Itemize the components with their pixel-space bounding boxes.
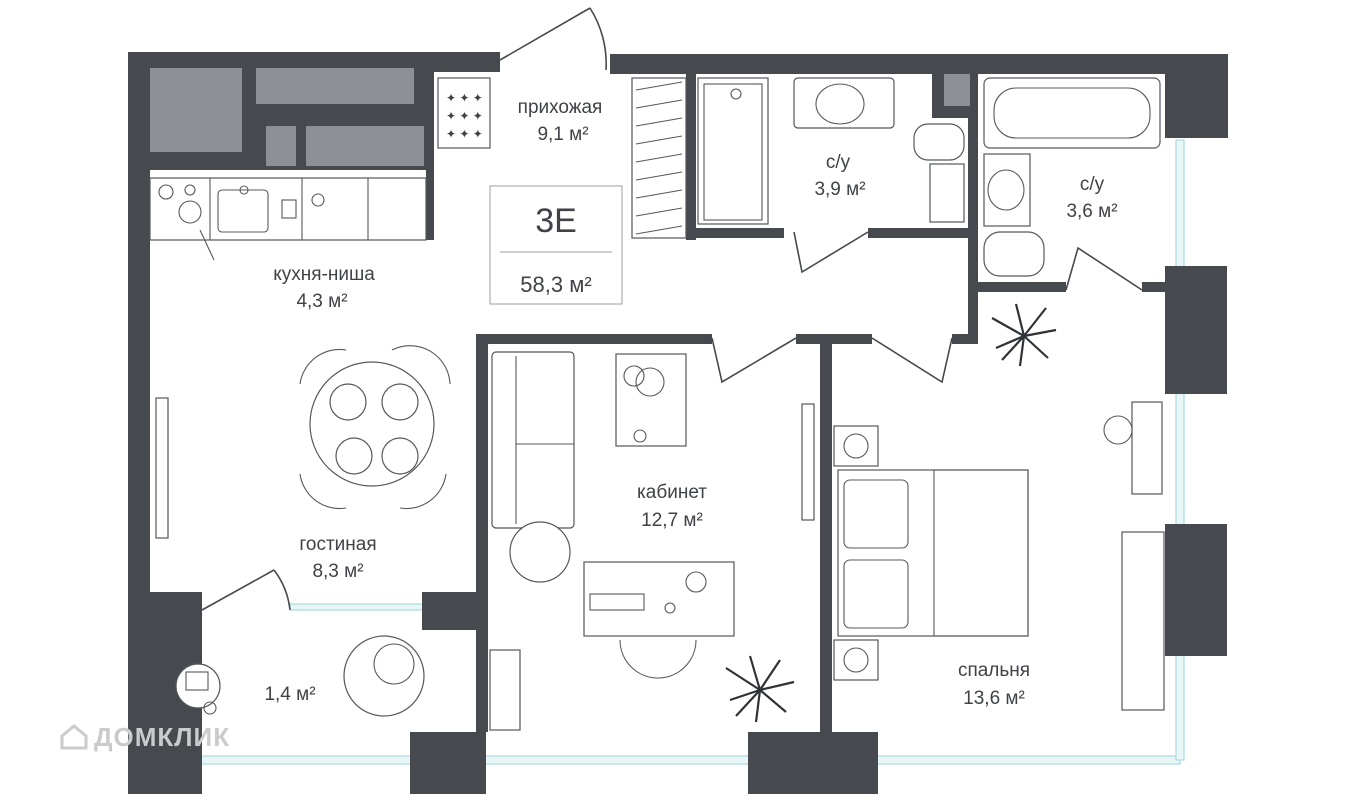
room-name-bath2: с/у	[1080, 174, 1105, 195]
bed	[837, 469, 1029, 637]
wall-study-top	[476, 334, 712, 344]
room-labels: прихожая 9,1 м² кухня-ниша 4,3 м² с/у 3,…	[264, 97, 1117, 709]
bath1-door	[793, 231, 869, 274]
wall-top-right	[610, 54, 1228, 74]
wall-bath-bottom-b	[868, 228, 978, 238]
bath2-fixtures	[983, 77, 1161, 277]
room-name-study: кабинет	[637, 482, 707, 503]
study-furniture	[489, 351, 735, 731]
watermark: ДОМКЛИК	[60, 722, 230, 753]
coffee-table	[615, 353, 687, 447]
wall-study-left	[476, 334, 488, 732]
dining-table	[309, 361, 435, 487]
tv-living	[155, 397, 169, 539]
wall-bed-top-r	[952, 334, 976, 344]
wall-bath-divider	[968, 72, 978, 344]
cabinet-upper-2	[256, 68, 414, 104]
wall-corner-tr	[1165, 54, 1228, 138]
bath2-door	[1065, 246, 1143, 291]
room-name-bedroom: спальня	[958, 660, 1030, 681]
apartment-code: 3E	[535, 202, 577, 240]
wall-study-right	[820, 334, 832, 732]
doors	[201, 7, 1143, 611]
desk	[583, 561, 735, 637]
study-door	[711, 337, 797, 384]
balcony-door	[201, 569, 291, 611]
balcony-furniture	[175, 635, 425, 717]
entrance-door	[499, 7, 607, 71]
room-area-hallway: 9,1 м²	[537, 124, 588, 145]
window-right	[1175, 139, 1185, 761]
cabinet-upper-1	[150, 68, 242, 152]
wall-bath-left	[686, 72, 696, 240]
wall-bath2-bottom-r	[1142, 282, 1168, 292]
vanity	[1131, 401, 1163, 495]
toilet-1	[913, 123, 965, 161]
nightstand-1	[833, 425, 879, 467]
wall-bed-top	[796, 334, 872, 344]
wall-bath-bottom-a	[686, 228, 784, 238]
toilet-2	[983, 231, 1045, 277]
apartment-total-area: 58,3 м²	[520, 272, 591, 297]
svg-text:✦ ✦ ✦: ✦ ✦ ✦	[446, 127, 483, 141]
wall-pier-r1	[1165, 266, 1227, 394]
wall-bath2-bottom	[978, 282, 1066, 292]
balcony-table	[175, 663, 221, 709]
house-logo-icon	[60, 724, 88, 750]
dining-set	[299, 345, 451, 510]
wall-pier-b3	[748, 732, 878, 794]
nightstand-2	[833, 639, 879, 681]
room-area-balcony: 1,4 м²	[264, 684, 315, 705]
apartment-badge: 3E 58,3 м²	[489, 185, 623, 305]
room-area-kitchen: 4,3 м²	[296, 291, 347, 312]
room-name-kitchen: кухня-ниша	[273, 264, 375, 285]
wall-kitchen-right	[426, 72, 434, 240]
room-name-bath1: с/у	[826, 152, 851, 173]
armchair	[343, 635, 425, 717]
wardrobe-bedroom	[1121, 531, 1165, 711]
bath1-fixtures	[697, 77, 965, 225]
room-name-hallway: прихожая	[518, 97, 603, 118]
room-area-bath2: 3,6 м²	[1066, 201, 1117, 222]
window-balcony-inner	[289, 603, 425, 611]
tv-bedroom	[801, 403, 815, 521]
study-chair-round	[509, 521, 571, 583]
wall-pier-r2	[1165, 524, 1227, 656]
room-name-living: гостиная	[299, 534, 376, 555]
plant-corridor	[991, 303, 1057, 367]
niche-fill	[944, 74, 970, 106]
toilet-1-tank	[929, 163, 965, 223]
plant-study	[725, 655, 795, 723]
kitchen-counter	[149, 177, 427, 261]
room-area-study: 12,7 м²	[641, 510, 703, 531]
watermark-text: ДОМКЛИК	[94, 722, 231, 752]
room-area-bath1: 3,9 м²	[814, 179, 865, 200]
wall-pier-b4	[422, 592, 486, 630]
svg-text:✦ ✦ ✦: ✦ ✦ ✦	[446, 109, 483, 123]
room-area-living: 8,3 м²	[312, 561, 363, 582]
wall-pier-b2	[410, 732, 486, 794]
bedroom-furniture	[801, 401, 1165, 711]
room-area-bedroom: 13,6 м²	[963, 688, 1025, 709]
window-bottom	[199, 755, 1181, 765]
svg-text:✦ ✦ ✦: ✦ ✦ ✦	[446, 91, 483, 105]
bookshelf	[489, 649, 521, 731]
walls	[128, 52, 1228, 794]
entry-rug	[437, 77, 491, 149]
sofa	[491, 351, 575, 529]
hallway-furniture: ✦ ✦ ✦ ✦ ✦ ✦ ✦ ✦ ✦	[437, 77, 687, 239]
sink-2	[983, 153, 1031, 227]
bedroom-door	[871, 337, 953, 384]
bathtub	[983, 77, 1161, 149]
cabinet-upper-4	[266, 126, 296, 166]
sink-1	[793, 77, 895, 129]
cabinet-upper-3	[306, 126, 424, 166]
shower	[697, 77, 769, 225]
